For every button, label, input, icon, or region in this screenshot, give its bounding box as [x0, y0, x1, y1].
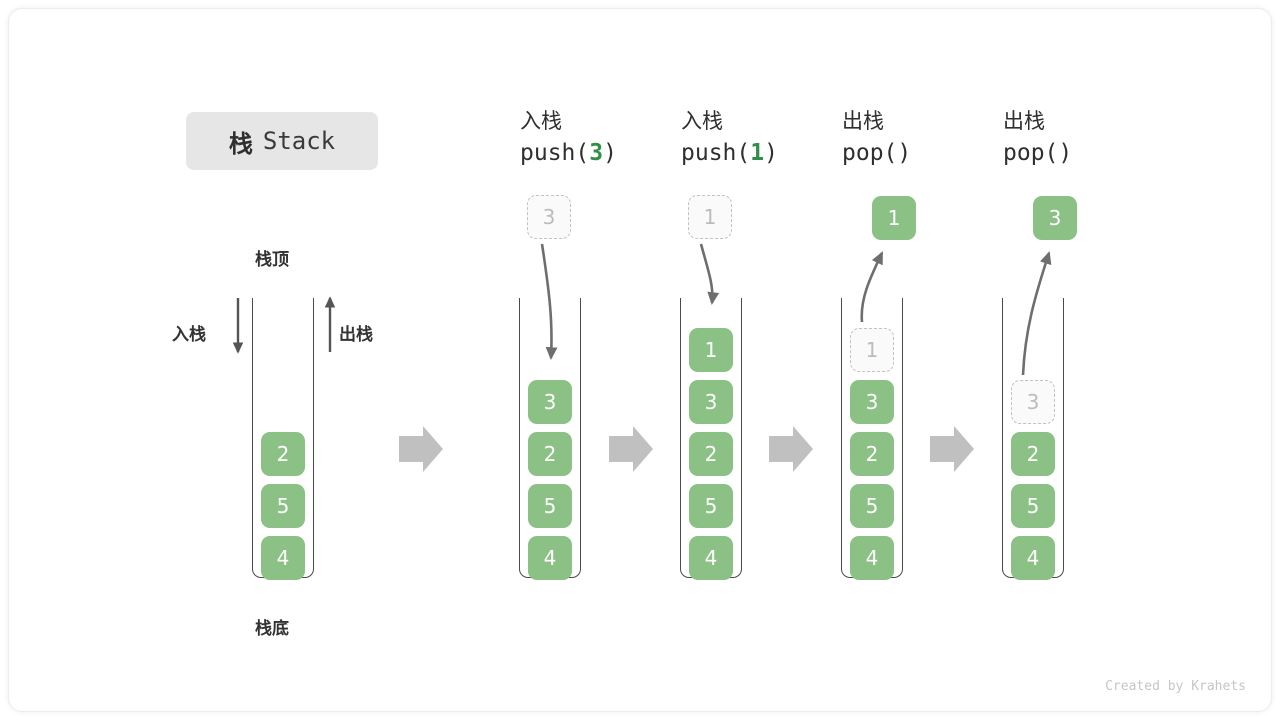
op-label-code-push-1: push(1) — [681, 140, 778, 166]
stack-cell-pop-3-2: 5 — [1011, 484, 1055, 528]
floating-cell-push-1: 1 — [688, 195, 732, 239]
stack-cell-initial-1: 5 — [261, 484, 305, 528]
stack-cell-initial-2: 4 — [261, 536, 305, 580]
title-en: Stack — [262, 127, 336, 155]
op-arg-push-1: 1 — [750, 140, 765, 166]
column-header-push-3: 入栈 push(3) — [520, 106, 710, 170]
op-label-code-pop-3: pop() — [1003, 140, 1073, 166]
stack-cell-initial-0: 2 — [261, 432, 305, 476]
label-stack-top: 栈顶 — [255, 250, 289, 270]
op-label-cn-pop-3: 出栈 — [1003, 109, 1045, 133]
stack-cell-push-1-0: 1 — [689, 328, 733, 372]
title-cn: 栈 — [228, 129, 253, 158]
column-header-push-1: 入栈 push(1) — [681, 106, 871, 170]
stack-cell-push-1-1: 3 — [689, 380, 733, 424]
floating-cell-push-3: 3 — [527, 195, 571, 239]
stack-cell-push-1-2: 2 — [689, 432, 733, 476]
title-badge: 栈 Stack — [186, 112, 378, 170]
floating-cell-pop-3: 3 — [1033, 196, 1077, 240]
floating-cell-pop-1: 1 — [872, 196, 916, 240]
op-label-code-push-3: push(3) — [520, 140, 617, 166]
stack-cell-pop-1-1: 3 — [850, 380, 894, 424]
op-arg-push-3: 3 — [589, 140, 604, 166]
stack-cell-push-3-0: 3 — [528, 380, 572, 424]
stack-cell-pop-3-1: 2 — [1011, 432, 1055, 476]
op-label-code-pop-1: pop() — [842, 140, 912, 166]
op-label-cn-push-3: 入栈 — [520, 109, 562, 133]
stack-cell-push-3-2: 5 — [528, 484, 572, 528]
stack-cell-pop-3-0: 3 — [1011, 380, 1055, 424]
stack-cell-push-3-3: 4 — [528, 536, 572, 580]
credit-text: Created by Krahets — [1105, 679, 1246, 694]
op-label-cn-push-1: 入栈 — [681, 109, 723, 133]
stack-cell-pop-3-3: 4 — [1011, 536, 1055, 580]
stack-cell-pop-1-4: 4 — [850, 536, 894, 580]
column-header-pop-3: 出栈 pop() — [1003, 106, 1193, 170]
stack-cell-push-1-3: 5 — [689, 484, 733, 528]
stack-cell-pop-1-2: 2 — [850, 432, 894, 476]
stack-cell-push-3-1: 2 — [528, 432, 572, 476]
label-stack-bottom: 栈底 — [255, 619, 289, 639]
op-label-cn-pop-1: 出栈 — [842, 109, 884, 133]
stack-cell-push-1-4: 4 — [689, 536, 733, 580]
stack-cell-pop-1-0: 1 — [850, 328, 894, 372]
label-pop-side: 出栈 — [339, 325, 373, 345]
label-push-side: 入栈 — [172, 325, 206, 345]
column-header-pop-1: 出栈 pop() — [842, 106, 1032, 170]
stack-cell-pop-1-3: 5 — [850, 484, 894, 528]
